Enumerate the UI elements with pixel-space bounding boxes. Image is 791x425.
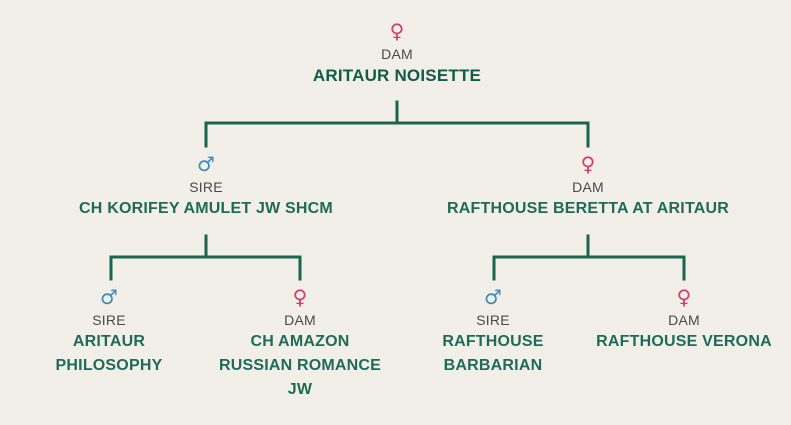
sire-sire-node: ♂ SIRE ARITAUR PHILOSOPHY bbox=[34, 286, 184, 378]
sire-name: CH KORIFEY AMULET JW SHCM bbox=[79, 200, 333, 217]
dam-name: RAFTHOUSE BERETTA AT ARITAUR bbox=[446, 200, 730, 217]
female-icon: ♀ bbox=[580, 152, 596, 176]
dam-sire-node: ♂ SIRE RAFTHOUSE BARBARIAN bbox=[418, 286, 568, 378]
sire-sire-name-line2: PHILOSOPHY bbox=[55, 357, 163, 374]
dam-dam-name: RAFTHOUSE VERONA bbox=[596, 333, 772, 350]
sire-dam-node: ♀ DAM CH AMAZON RUSSIAN ROMANCE JW bbox=[200, 286, 400, 402]
dam-role: DAM bbox=[572, 179, 604, 195]
female-icon: ♀ bbox=[389, 19, 405, 43]
dam-sire-name-line1: RAFTHOUSE bbox=[442, 333, 544, 350]
female-icon: ♀ bbox=[676, 285, 692, 309]
dam-node: ♀ DAM RAFTHOUSE BERETTA AT ARITAUR bbox=[438, 153, 738, 221]
sire-dam-name-line2: RUSSIAN ROMANCE bbox=[218, 357, 382, 374]
dam-sire-name-line2: BARBARIAN bbox=[443, 357, 543, 374]
male-icon: ♂ bbox=[484, 285, 502, 309]
dam-dam-role: DAM bbox=[668, 312, 700, 328]
sire-sire-role: SIRE bbox=[92, 312, 126, 328]
sire-dam-name-line3: JW bbox=[287, 381, 313, 398]
sire-node: ♂ SIRE CH KORIFEY AMULET JW SHCM bbox=[56, 153, 356, 221]
root-node: ♀ DAM ARITAUR NOISETTE bbox=[277, 20, 517, 88]
dam-sire-role: SIRE bbox=[476, 312, 510, 328]
sire-dam-role: DAM bbox=[284, 312, 316, 328]
male-icon: ♂ bbox=[100, 285, 118, 309]
sire-dam-name-line1: CH AMAZON bbox=[250, 333, 350, 350]
root-role: DAM bbox=[381, 46, 413, 62]
sire-role: SIRE bbox=[189, 179, 223, 195]
sire-sire-name-line1: ARITAUR bbox=[72, 333, 146, 350]
male-icon: ♂ bbox=[197, 152, 215, 176]
female-icon: ♀ bbox=[292, 285, 308, 309]
dam-dam-node: ♀ DAM RAFTHOUSE VERONA bbox=[584, 286, 784, 354]
root-name: ARITAUR NOISETTE bbox=[312, 66, 482, 85]
